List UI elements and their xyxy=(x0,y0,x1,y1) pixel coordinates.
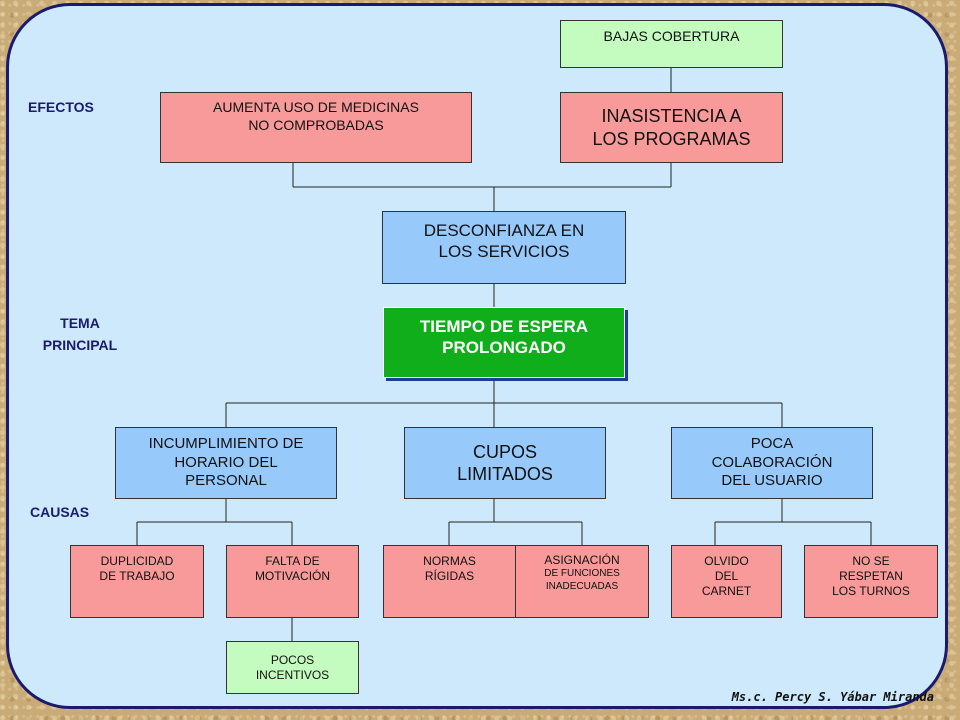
label-efectos: EFECTOS xyxy=(28,99,94,115)
cause-cupos-limitados: CUPOS LIMITADOS xyxy=(404,427,606,499)
subcause-asignacion-funciones: ASIGNACIÓN DE FUNCIONES INADECUADAS xyxy=(515,545,649,618)
label-tema-line1: TEMA xyxy=(60,315,100,331)
subcause-falta-line1: FALTA DE xyxy=(265,554,320,568)
cause-cupos-line1: CUPOS xyxy=(472,441,537,462)
effect-bajas-cobertura: BAJAS COBERTURA xyxy=(560,20,783,68)
effect-bajas-cobertura-text: BAJAS COBERTURA xyxy=(603,28,740,44)
effect-desconfianza-servicios: DESCONFIANZA EN LOS SERVICIOS xyxy=(382,211,626,284)
effect-desconfianza-line2: LOS SERVICIOS xyxy=(438,242,570,262)
subcause-duplicidad-trabajo: DUPLICIDAD DE TRABAJO xyxy=(70,545,204,618)
main-topic-box: TIEMPO DE ESPERA PROLONGADO xyxy=(383,307,625,378)
cause-poca-colaboracion: POCA COLABORACIÓN DEL USUARIO xyxy=(671,427,873,499)
subcause-asignacion-line3: INADECUADAS xyxy=(545,580,619,592)
subcause-duplicidad-line2: DE TRABAJO xyxy=(99,569,175,583)
author-signature: Ms.c. Percy S. Yábar Miranda xyxy=(731,690,934,704)
cause-incumplimiento-line2: HORARIO DEL xyxy=(174,453,278,471)
label-tema-line2: PRINCIPAL xyxy=(42,337,118,354)
subcause-asignacion-line1: ASIGNACIÓN xyxy=(544,553,620,567)
label-causas: CAUSAS xyxy=(30,504,90,520)
subcause-no-respetan-line3: LOS TURNOS xyxy=(832,584,910,598)
effect-aumenta-uso-medicinas: AUMENTA USO DE MEDICINAS NO COMPROBADAS xyxy=(160,92,472,163)
subcause-no-respetan-line1: NO SE xyxy=(852,554,890,568)
subcause-falta-motivacion: FALTA DE MOTIVACIÓN xyxy=(226,545,359,618)
cause-cupos-line2: LIMITADOS xyxy=(457,464,553,484)
subcause-asignacion-line2: DE FUNCIONES xyxy=(544,568,620,579)
cause-poca-line2: COLABORACIÓN xyxy=(711,453,833,471)
effect-desconfianza-line1: DESCONFIANZA EN xyxy=(423,221,585,240)
effect-inasistencia-line1: INASISTENCIA A xyxy=(601,106,742,126)
subcause-normas-line1: NORMAS xyxy=(423,554,476,568)
cause-poca-line3: DEL USUARIO xyxy=(721,472,823,490)
subcause-falta-line2: MOTIVACIÓN xyxy=(254,569,331,583)
cause-incumplimiento-line1: INCUMPLIMIENTO DE xyxy=(148,434,304,452)
subcause-olvido-line3: CARNET xyxy=(701,584,752,598)
cause-incumplimiento-horario: INCUMPLIMIENTO DE HORARIO DEL PERSONAL xyxy=(115,427,337,499)
effect-inasistencia-programas: INASISTENCIA A LOS PROGRAMAS xyxy=(560,92,783,163)
subcause-normas-rigidas: NORMAS RÍGIDAS xyxy=(383,545,516,618)
subcause-duplicidad-line1: DUPLICIDAD xyxy=(100,554,174,568)
subcause-olvido-carnet: OLVIDO DEL CARNET xyxy=(671,545,782,618)
subcause-olvido-line2: DEL xyxy=(714,569,739,583)
subcause-no-respetan-line2: RESPETAN xyxy=(839,569,903,583)
effect-aumenta-line1: AUMENTA USO DE MEDICINAS xyxy=(213,99,419,115)
effect-inasistencia-line2: LOS PROGRAMAS xyxy=(592,128,751,149)
subcause-pocos-line1: POCOS xyxy=(270,652,315,667)
subcause-no-respetan-turnos: NO SE RESPETAN LOS TURNOS xyxy=(804,545,938,618)
main-topic-line2: PROLONGADO xyxy=(442,338,566,358)
subcause-normas-line2: RÍGIDAS xyxy=(424,569,475,583)
cause-poca-line1: POCA xyxy=(750,434,794,452)
cause-incumplimiento-line3: PERSONAL xyxy=(185,472,267,490)
effect-aumenta-line2: NO COMPROBADAS xyxy=(248,116,384,133)
subcause-olvido-line1: OLVIDO xyxy=(704,554,749,568)
main-topic-line1: TIEMPO DE ESPERA xyxy=(419,317,589,336)
subcause-pocos-line2: INCENTIVOS xyxy=(255,667,330,682)
subcause-pocos-incentivos: POCOS INCENTIVOS xyxy=(226,641,359,694)
label-tema-principal: TEMA PRINCIPAL xyxy=(30,312,130,357)
